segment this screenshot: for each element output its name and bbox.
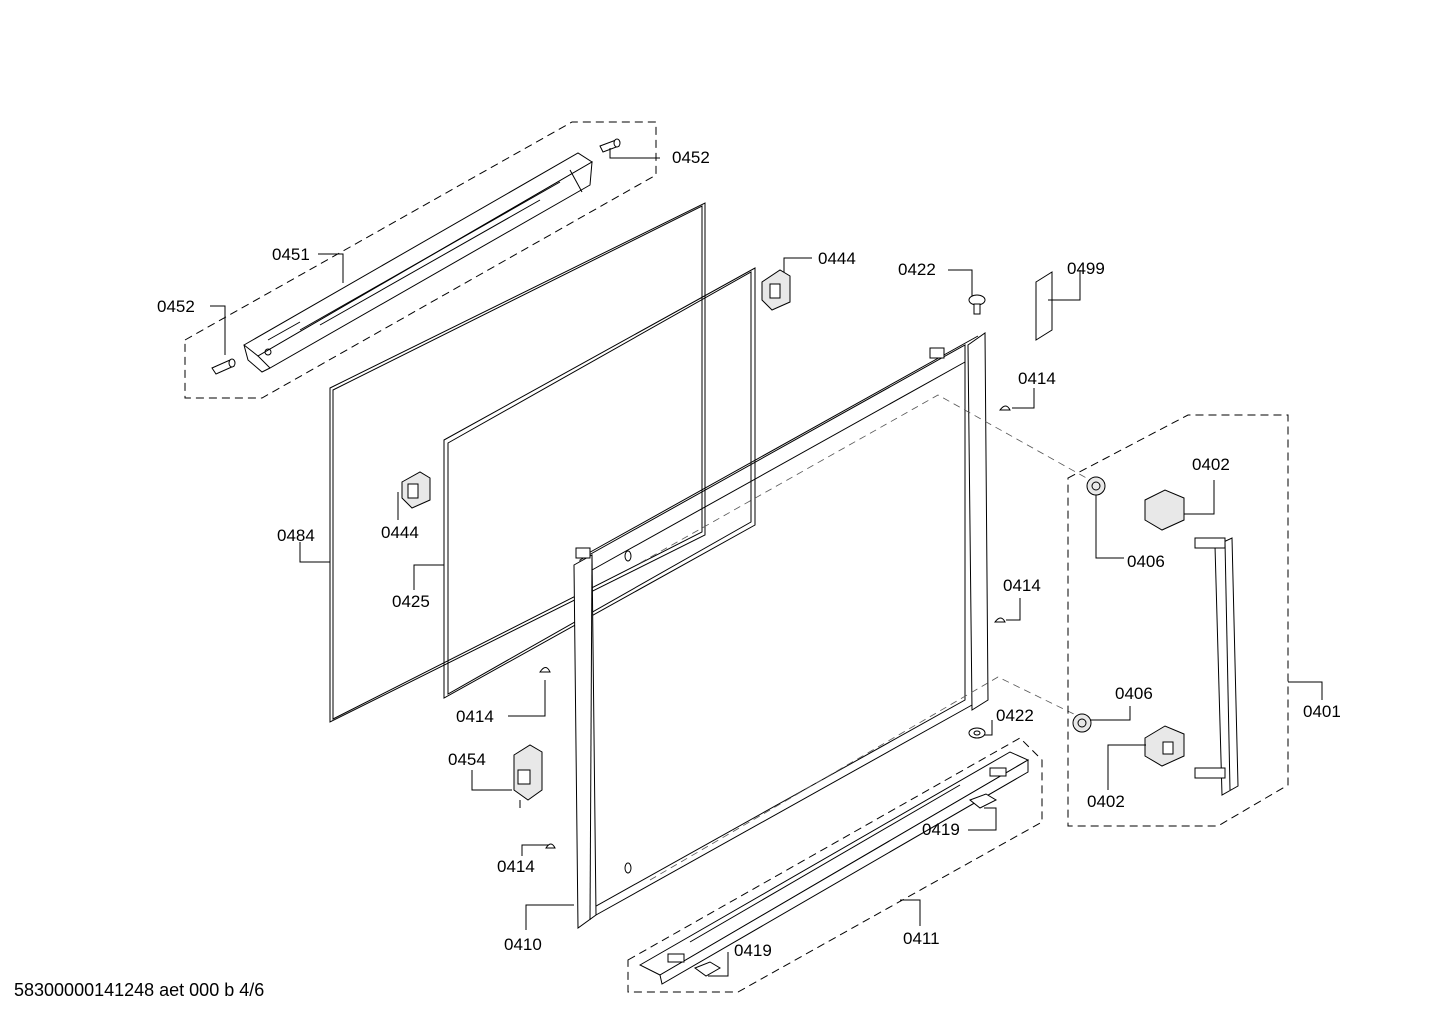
leader-0406-bottom (1090, 706, 1131, 721)
part-label-0419-lower: 0419 (734, 941, 772, 960)
clip-0419-lower (693, 961, 721, 977)
leader-0422-top (948, 269, 973, 296)
spacer-0406-top (1086, 476, 1106, 496)
outer-glass-panel (329, 202, 706, 723)
group-0401-boundary (1067, 414, 1289, 827)
part-label-0414-a: 0414 (1018, 369, 1056, 388)
leader-0402-top (1184, 480, 1215, 515)
label-plate-0499 (1035, 271, 1053, 341)
leader-0499 (1048, 270, 1081, 301)
pin-0452-left (211, 358, 236, 375)
clip-0414-a (998, 405, 1011, 411)
part-label-0414-d: 0414 (497, 857, 535, 876)
part-label-0444-top: 0444 (818, 249, 856, 268)
leader-0444-top (783, 257, 812, 272)
screw-0422-top (968, 294, 986, 315)
leader-0484 (299, 542, 330, 563)
pin-0452-top (599, 138, 621, 153)
part-label-0411: 0411 (903, 929, 940, 948)
part-label-0444-left: 0444 (381, 523, 419, 542)
part-label-0452-top: 0452 (672, 148, 710, 167)
part-label-0499: 0499 (1067, 259, 1105, 278)
leader-0411 (900, 899, 921, 926)
bottom-rail (638, 751, 1030, 985)
part-label-0425: 0425 (392, 592, 430, 611)
leader-0452-top (609, 148, 660, 159)
part-label-0414-b: 0414 (1003, 576, 1041, 595)
leader-0414-d (521, 844, 548, 856)
leader-0451 (318, 253, 344, 283)
part-label-0401: 0401 (1303, 702, 1341, 721)
leader-0406-top (1095, 495, 1124, 559)
clip-0419-upper (969, 793, 998, 809)
leader-0419-upper (968, 807, 997, 831)
top-trim-bar (243, 152, 593, 373)
part-label-0406-bottom: 0406 (1115, 684, 1153, 703)
leader-0425 (413, 564, 444, 590)
leader-0414-b (1006, 598, 1021, 621)
end-cap-0402-top (1144, 489, 1185, 531)
door-frame (573, 332, 989, 929)
leader-0410 (525, 904, 574, 930)
part-label-0452-left: 0452 (157, 297, 195, 316)
part-label-0484: 0484 (277, 526, 315, 545)
projection-line-upper (639, 394, 1091, 564)
leader-0422-bottom (984, 720, 993, 736)
leader-0454 (471, 770, 512, 791)
group-0451-boundary (184, 121, 657, 399)
leader-0414-a (1012, 388, 1035, 409)
handle-bar (1194, 537, 1239, 796)
leader-0419-lower (708, 952, 729, 977)
part-label-0402-bottom: 0402 (1087, 792, 1125, 811)
clip-0414-c (539, 667, 551, 673)
part-label-0422-bottom: 0422 (996, 706, 1034, 725)
part-label-0406-top: 0406 (1127, 552, 1165, 571)
bracket-0444-left (401, 471, 431, 509)
part-label-0410: 0410 (504, 935, 542, 954)
projection-line-lower (649, 676, 1083, 881)
clip-0414-b (993, 617, 1006, 623)
leader-0452-left (210, 305, 226, 355)
hinge-0454 (513, 744, 543, 808)
screw-0422-bottom (968, 727, 986, 739)
clip-0414-d (545, 843, 556, 849)
leader-0414-c (508, 680, 546, 717)
part-label-0454: 0454 (448, 750, 486, 769)
document-reference: 58300000141248 aet 000 b 4/6 (14, 980, 265, 1000)
part-label-0422-top: 0422 (898, 260, 936, 279)
bracket-0444-top (761, 269, 791, 311)
part-label-0402-top: 0402 (1192, 455, 1230, 474)
leader-0401 (1288, 681, 1323, 700)
spacer-0406-bottom (1072, 713, 1092, 733)
part-label-0451: 0451 (272, 245, 310, 264)
leader-0402-bottom (1107, 744, 1146, 790)
inner-glass-panel (443, 267, 756, 699)
part-label-0419-upper: 0419 (922, 820, 960, 839)
end-cap-0402-bottom (1144, 725, 1185, 767)
group-0411-boundary (627, 737, 1043, 993)
part-label-0414-c: 0414 (456, 707, 494, 726)
